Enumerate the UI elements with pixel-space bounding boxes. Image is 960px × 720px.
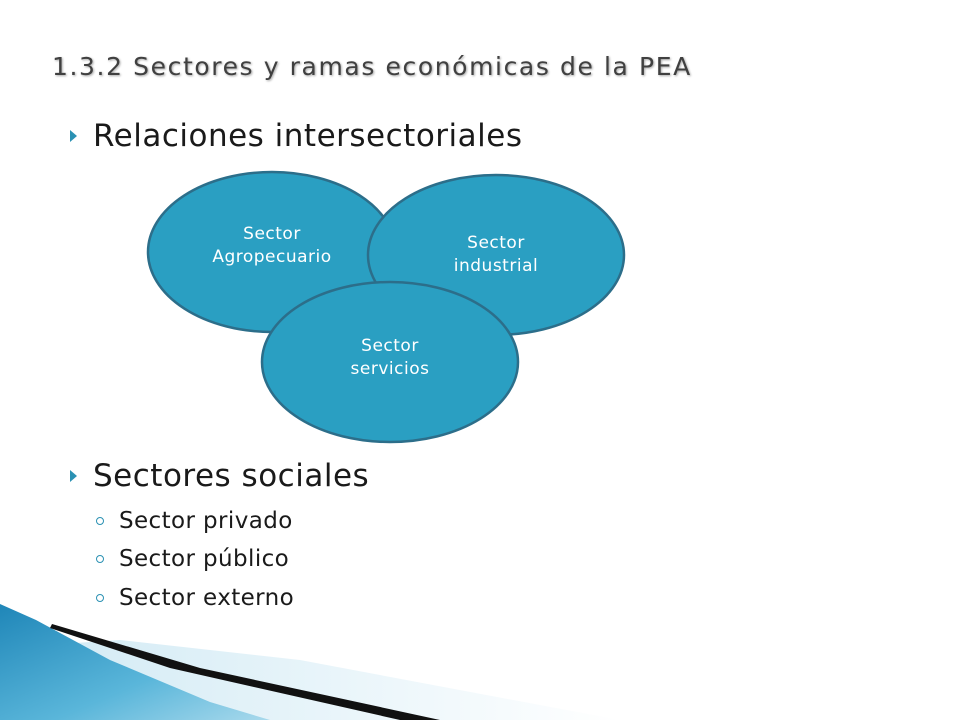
label-line: Sector (467, 233, 525, 253)
sub-bullet-text: Sector público (119, 546, 290, 572)
sub-bullet-privado: Sector privado (96, 508, 293, 534)
sub-bullet-text: Sector externo (119, 585, 295, 611)
label-servicios: Sector servicios (300, 335, 480, 381)
bullet-text: Relaciones intersectoriales (93, 118, 523, 154)
ring-bullet-icon (96, 555, 104, 563)
label-line: servicios (350, 359, 430, 379)
label-line: industrial (453, 256, 539, 276)
circle-servicios (260, 280, 520, 444)
blue-wedge (0, 604, 270, 720)
label-line: Agropecuario (212, 247, 332, 267)
slide-title: 1.3.2 Sectores y ramas económicas de la … (52, 52, 692, 81)
bullet-sectores-sociales: Sectores sociales (70, 458, 369, 494)
label-line: Sector (243, 224, 301, 244)
arrow-bullet-icon (70, 470, 77, 482)
label-agropecuario: Sector Agropecuario (182, 223, 362, 269)
bullet-relaciones: Relaciones intersectoriales (70, 118, 523, 154)
bullet-text: Sectores sociales (93, 458, 370, 494)
arrow-bullet-icon (70, 130, 77, 142)
sub-bullet-externo: Sector externo (96, 585, 294, 611)
sub-bullet-text: Sector privado (119, 508, 293, 534)
label-industrial: Sector industrial (406, 232, 586, 278)
label-line: Sector (361, 336, 419, 356)
ring-bullet-icon (96, 517, 104, 525)
ring-bullet-icon (96, 594, 104, 602)
sub-bullet-publico: Sector público (96, 546, 289, 572)
